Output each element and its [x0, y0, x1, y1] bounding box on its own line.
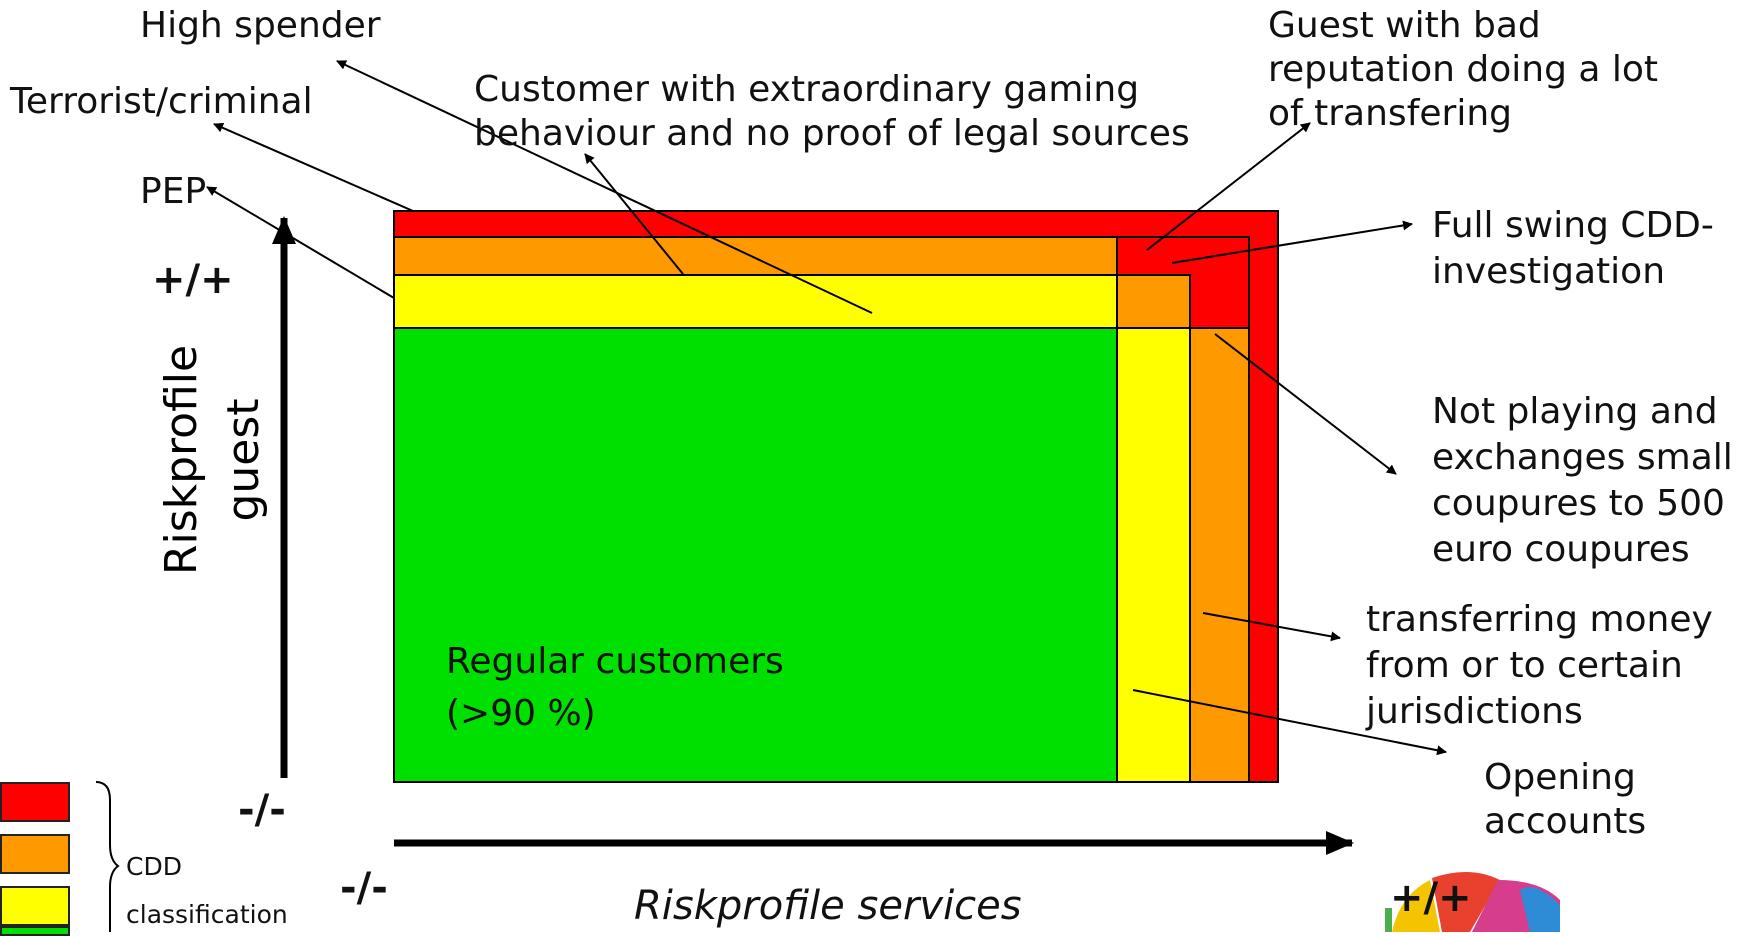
legend-line-2: classification	[126, 900, 288, 929]
pointer-arrows	[206, 60, 1447, 756]
arrow-customer-extra	[584, 153, 684, 275]
y-axis-bottom-label: -/-	[238, 787, 286, 833]
label-regular-1: Regular customers	[446, 641, 784, 682]
arrow-terrorist	[213, 123, 414, 212]
arrow-guest-bad	[1146, 122, 1311, 251]
x-axis-title: Riskprofile services	[634, 883, 1022, 929]
y-axis-top-label: +/+	[152, 257, 234, 303]
legend-line-1: CDD	[126, 852, 182, 881]
label-guest-bad-3: of transfering	[1268, 93, 1512, 134]
legend-swatch-red	[0, 782, 70, 822]
zone-green	[393, 327, 1118, 783]
label-not-playing-2: exchanges small	[1432, 437, 1733, 478]
label-pep: PEP	[140, 171, 207, 212]
label-transferring-3: jurisdictions	[1366, 691, 1583, 732]
y-axis-title-1: Riskprofile	[156, 344, 207, 576]
zone-orange-corner	[1116, 274, 1191, 329]
label-full-swing-1: Full swing CDD-	[1432, 205, 1714, 246]
legend-swatch-green	[0, 926, 70, 936]
x-axis-left-label: -/-	[340, 865, 388, 911]
label-transferring-1: transferring money	[1366, 599, 1713, 640]
legend-swatch-orange	[0, 834, 70, 874]
label-transferring-2: from or to certain	[1366, 645, 1683, 686]
arrow-full-swing	[1171, 220, 1413, 264]
label-guest-bad-2: reputation doing a lot	[1268, 49, 1659, 90]
label-not-playing-3: coupures to 500	[1432, 483, 1725, 524]
label-opening-1: Opening	[1484, 757, 1636, 798]
label-not-playing-4: euro coupures	[1432, 529, 1690, 570]
legend-brace	[95, 781, 120, 932]
label-guest-bad-1: Guest with bad	[1268, 5, 1541, 46]
label-customer-extra-1: Customer with extraordinary gaming	[474, 69, 1140, 110]
label-full-swing-2: investigation	[1432, 251, 1666, 292]
label-high-spender: High spender	[140, 5, 381, 46]
arrow-transferring	[1202, 612, 1341, 642]
arrow-pep	[206, 186, 395, 299]
label-not-playing-1: Not playing and	[1432, 391, 1718, 432]
arrow-opening	[1132, 689, 1447, 756]
y-axis-title-2: guest	[218, 398, 269, 522]
logo-mark	[1385, 871, 1560, 932]
x-axis-right-label: +/+	[1390, 875, 1472, 921]
legend-swatch-yellow	[0, 886, 70, 926]
label-customer-extra-2: behaviour and no proof of legal sources	[474, 113, 1190, 154]
arrow-high-spender	[336, 60, 873, 314]
label-regular-2: (>90 %)	[446, 693, 596, 734]
label-opening-2: accounts	[1484, 801, 1647, 842]
arrow-not-playing	[1214, 333, 1397, 475]
label-terrorist: Terrorist/criminal	[10, 81, 313, 122]
risk-zones	[393, 210, 1279, 783]
